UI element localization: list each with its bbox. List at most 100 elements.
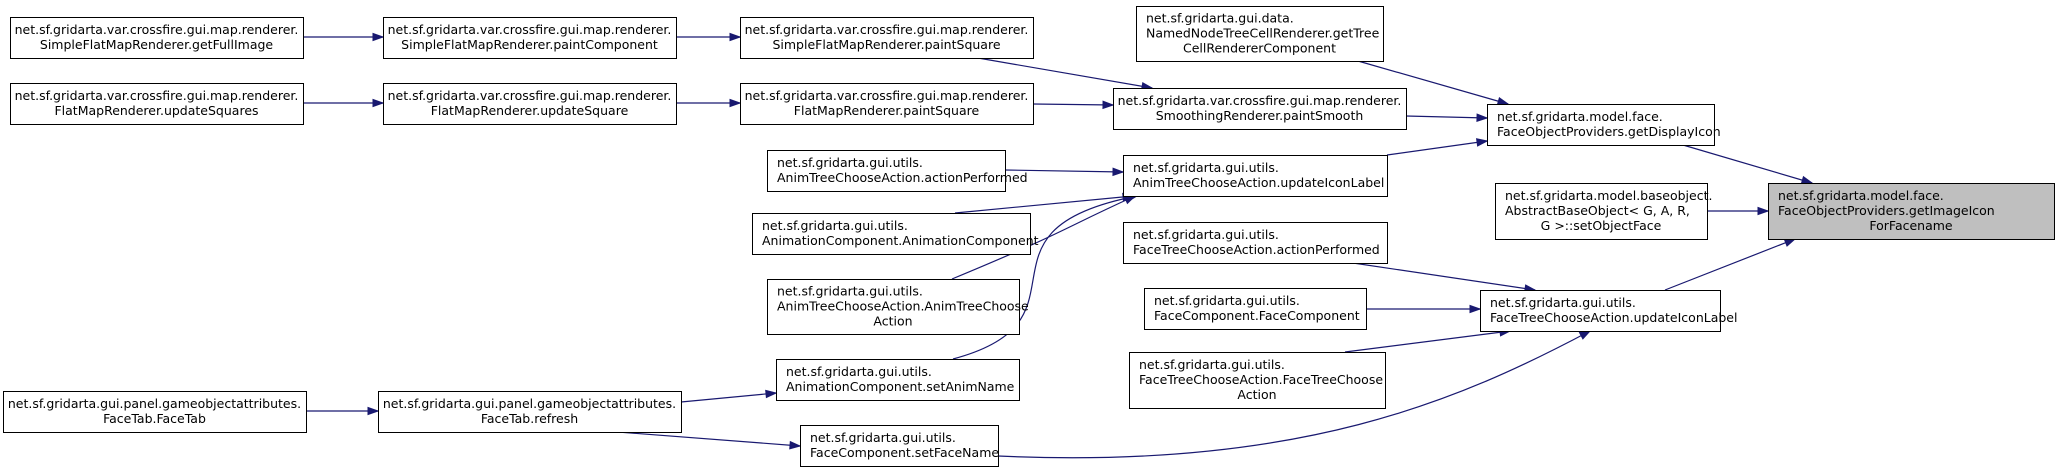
node-box xyxy=(740,83,1034,125)
node-setObjectFace[interactable]: net.sf.gridarta.model.baseobject.Abstrac… xyxy=(1495,183,1713,240)
node-label-line: FlatMapRenderer.updateSquares xyxy=(54,103,258,118)
arrowhead-icon xyxy=(729,32,742,42)
node-label-line: AbstractBaseObject< G, A, R, xyxy=(1505,203,1690,218)
node-label-line: FaceComponent.setFaceName xyxy=(810,445,999,460)
node-animTreeCtor[interactable]: net.sf.gridarta.gui.utils.AnimTreeChoose… xyxy=(767,279,1030,335)
arrowhead-icon xyxy=(1496,96,1510,106)
edge-line xyxy=(977,57,1153,89)
edge-line xyxy=(680,392,777,403)
node-faceTreeActionPerformed[interactable]: net.sf.gridarta.gui.utils.FaceTreeChoose… xyxy=(1123,222,1388,264)
edge-line xyxy=(617,431,801,447)
nodes-layer: net.sf.gridarta.model.face.FaceObjectPro… xyxy=(3,6,2055,467)
node-box xyxy=(1136,6,1384,62)
node-animTreeActionPerformed[interactable]: net.sf.gridarta.gui.utils.AnimTreeChoose… xyxy=(767,150,1028,192)
node-label-line: net.sf.gridarta.gui.panel.gameobjectattr… xyxy=(383,396,676,411)
node-label-line: net.sf.gridarta.gui.utils. xyxy=(786,364,932,379)
edge-line xyxy=(1682,144,1813,184)
node-label-line: AnimationComponent.setAnimName xyxy=(786,379,1015,394)
node-box xyxy=(1123,222,1388,264)
node-label-line: G >::setObjectFace xyxy=(1541,218,1662,233)
node-box xyxy=(1768,183,2055,240)
node-simplePaintComponent[interactable]: net.sf.gridarta.var.crossfire.gui.map.re… xyxy=(383,17,677,59)
node-label-line: FaceTreeChooseAction.updateIconLabel xyxy=(1490,310,1737,325)
node-paintSmooth[interactable]: net.sf.gridarta.var.crossfire.gui.map.re… xyxy=(1113,88,1407,130)
arrowhead-icon xyxy=(1783,238,1797,247)
node-box xyxy=(1480,290,1721,332)
edge-faceTabCtor-to-faceTabRefresh xyxy=(306,406,380,416)
arrowhead-icon xyxy=(1476,113,1489,123)
node-label-line: net.sf.gridarta.gui.utils. xyxy=(777,155,923,170)
node-label-line: net.sf.gridarta.gui.utils. xyxy=(762,218,908,233)
node-label-line: net.sf.gridarta.gui.utils. xyxy=(1133,227,1279,242)
arrowhead-icon xyxy=(1800,175,1814,185)
node-box xyxy=(10,17,304,59)
node-faceTreeCtor[interactable]: net.sf.gridarta.gui.utils.FaceTreeChoose… xyxy=(1129,352,1386,409)
node-animTreeUpdateIconLabel[interactable]: net.sf.gridarta.gui.utils.AnimTreeChoose… xyxy=(1123,155,1388,197)
node-faceTabRefresh[interactable]: net.sf.gridarta.gui.panel.gameobjectattr… xyxy=(378,391,682,433)
edges-layer xyxy=(303,32,1814,459)
node-label-line: SimpleFlatMapRenderer.getFullImage xyxy=(40,37,274,52)
node-flatPaintSquare[interactable]: net.sf.gridarta.var.crossfire.gui.map.re… xyxy=(740,83,1034,125)
edge-animTreeActionPerformed-to-animTreeUpdateIconLabel xyxy=(1004,167,1125,177)
edge-line xyxy=(1357,60,1509,105)
edge-line xyxy=(951,195,1136,280)
node-getTreeCellRendererComponent[interactable]: net.sf.gridarta.gui.data.NamedNodeTreeCe… xyxy=(1136,6,1384,62)
node-label-line: Action xyxy=(1237,387,1276,402)
edge-line xyxy=(1352,262,1536,291)
edge-flatUpdateSquare-to-flatPaintSquare xyxy=(676,98,742,108)
node-label-line: net.sf.gridarta.var.crossfire.gui.map.re… xyxy=(15,88,299,103)
node-label-line: FaceTab.refresh xyxy=(481,411,578,426)
node-flatUpdateSquares[interactable]: net.sf.gridarta.var.crossfire.gui.map.re… xyxy=(10,83,304,125)
node-label-line: SimpleFlatMapRenderer.paintComponent xyxy=(401,37,658,52)
node-box xyxy=(10,83,304,125)
node-label-line: net.sf.gridarta.gui.utils. xyxy=(1139,357,1285,372)
node-getFullImage[interactable]: net.sf.gridarta.var.crossfire.gui.map.re… xyxy=(10,17,304,59)
node-label-line: net.sf.gridarta.var.crossfire.gui.map.re… xyxy=(745,88,1029,103)
node-label-line: net.sf.gridarta.var.crossfire.gui.map.re… xyxy=(1118,93,1402,108)
edge-line xyxy=(1344,330,1511,353)
node-label-line: FaceTreeChooseAction.FaceTreeChoose xyxy=(1139,372,1383,387)
node-faceComponentCtor[interactable]: net.sf.gridarta.gui.utils.FaceComponent.… xyxy=(1144,288,1367,330)
edge-setObjectFace-to-getImageIconForFacename xyxy=(1707,206,1770,216)
edge-faceTreeUpdateIconLabel-to-getImageIconForFacename xyxy=(1664,238,1797,291)
edge-faceTabRefresh-to-setFaceName xyxy=(617,431,802,450)
node-getImageIconForFacename[interactable]: net.sf.gridarta.model.face.FaceObjectPro… xyxy=(1768,183,2055,240)
node-label-line: net.sf.gridarta.gui.utils. xyxy=(810,430,956,445)
node-label-line: net.sf.gridarta.gui.panel.gameobjectattr… xyxy=(8,396,301,411)
edge-getTreeCellRendererComponent-to-getDisplayIcon xyxy=(1357,60,1510,106)
node-label-line: AnimTreeChooseAction.actionPerformed xyxy=(777,170,1028,185)
edge-flatUpdateSquares-to-flatUpdateSquare xyxy=(303,98,385,108)
edge-getDisplayIcon-to-getImageIconForFacename xyxy=(1682,144,1814,185)
node-label-line: SimpleFlatMapRenderer.paintSquare xyxy=(772,37,1000,52)
node-flatUpdateSquare[interactable]: net.sf.gridarta.var.crossfire.gui.map.re… xyxy=(383,83,677,125)
node-faceTreeUpdateIconLabel[interactable]: net.sf.gridarta.gui.utils.FaceTreeChoose… xyxy=(1480,290,1738,332)
node-setAnimName[interactable]: net.sf.gridarta.gui.utils.AnimationCompo… xyxy=(776,359,1020,401)
edge-line xyxy=(1405,115,1488,119)
node-label-line: AnimTreeChooseAction.AnimTreeChoose xyxy=(777,299,1029,314)
node-label-line: net.sf.gridarta.model.face. xyxy=(1778,188,1944,203)
node-label-line: Action xyxy=(873,314,912,329)
node-label-line: AnimationComponent.AnimationComponent xyxy=(762,233,1039,248)
edge-line xyxy=(1032,103,1114,106)
node-box xyxy=(800,425,999,467)
edge-animTreeUpdateIconLabel-to-getDisplayIcon xyxy=(1386,138,1489,156)
node-label-line: AnimTreeChooseAction.updateIconLabel xyxy=(1133,175,1384,190)
node-setFaceName[interactable]: net.sf.gridarta.gui.utils.FaceComponent.… xyxy=(800,425,1000,467)
node-box xyxy=(740,17,1034,59)
arrowhead-icon xyxy=(372,98,385,108)
node-animationComponentCtor[interactable]: net.sf.gridarta.gui.utils.AnimationCompo… xyxy=(752,213,1039,255)
node-box xyxy=(383,83,677,125)
edge-getFullImage-to-simplePaintComponent xyxy=(303,32,385,42)
node-label-line: NamedNodeTreeCellRenderer.getTree xyxy=(1146,26,1380,41)
edge-flatPaintSquare-to-paintSmooth xyxy=(1032,100,1115,110)
node-label-line: FlatMapRenderer.updateSquare xyxy=(431,103,629,118)
node-simplePaintSquare[interactable]: net.sf.gridarta.var.crossfire.gui.map.re… xyxy=(740,17,1034,59)
node-faceTabCtor[interactable]: net.sf.gridarta.gui.panel.gameobjectattr… xyxy=(3,391,307,433)
edge-line xyxy=(997,330,1591,459)
edge-faceComponentCtor-to-faceTreeUpdateIconLabel xyxy=(1366,304,1482,314)
node-getDisplayIcon[interactable]: net.sf.gridarta.model.face.FaceObjectPro… xyxy=(1487,104,1721,146)
arrowhead-icon xyxy=(1757,206,1770,216)
arrowhead-icon xyxy=(367,406,380,416)
node-label-line: FaceTab.FaceTab xyxy=(103,411,206,426)
